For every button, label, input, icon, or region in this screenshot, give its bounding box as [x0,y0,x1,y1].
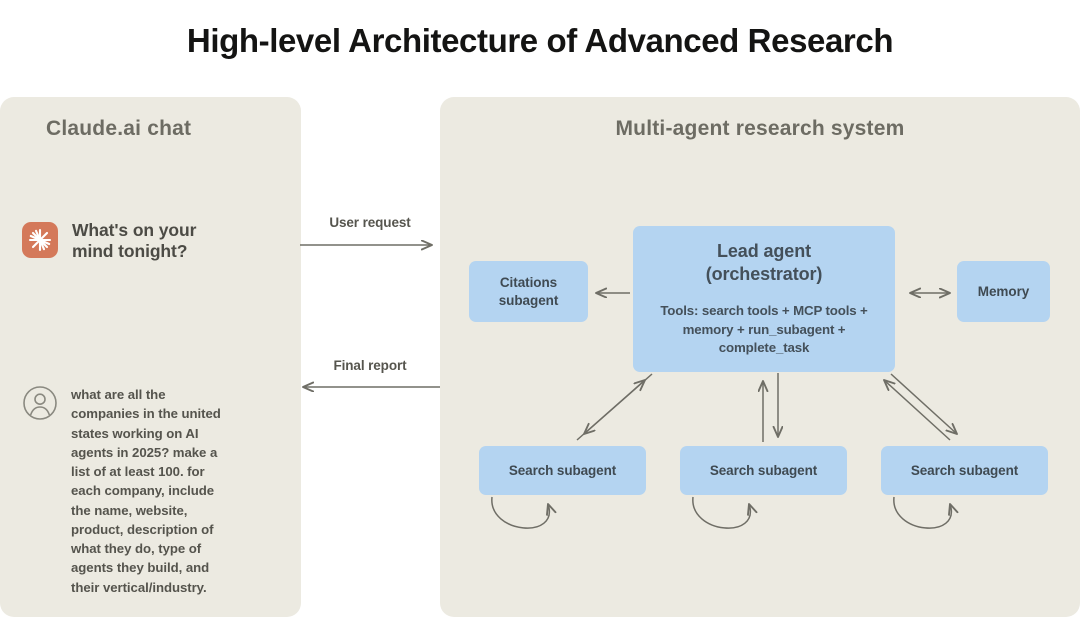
search-subagent-3-label: Search subagent [910,463,1019,478]
claude-chat-panel-heading: Claude.ai chat [46,117,192,140]
node-search-subagent-3[interactable]: Search subagent [881,446,1048,495]
node-search-subagent-2[interactable]: Search subagent [680,446,847,495]
node-lead-agent[interactable]: Lead agent (orchestrator) Tools: search … [633,226,895,372]
connector-user-request-label: User request [329,215,411,230]
lead-agent-tools-text: Tools: search tools + MCP tools + memory… [660,303,868,356]
lead-agent-title: Lead agent (orchestrator) [706,240,823,285]
connector-final-report-label: Final report [333,358,407,373]
node-memory[interactable]: Memory [957,261,1050,322]
node-search-subagent-1[interactable]: Search subagent [479,446,646,495]
claude-starburst-icon [22,222,58,258]
multi-agent-system-panel-heading: Multi-agent research system [615,117,905,140]
search-subagent-1-label: Search subagent [508,463,617,478]
lead-agent-title-line-1: Lead agent [716,241,812,261]
user-message-text: what are all the companies in the united… [71,387,221,595]
citations-subagent-label: Citations subagent [498,274,559,308]
node-citations-subagent[interactable]: Citations subagent [469,261,588,322]
user-message-row: what are all the companies in the united… [22,385,231,597]
memory-label: Memory [977,284,1030,299]
user-avatar-icon [22,385,58,421]
lead-agent-title-line-2: (orchestrator) [705,263,823,284]
search-subagent-2-label: Search subagent [709,463,818,478]
page-title: High-level Architecture of Advanced Rese… [186,22,894,59]
claude-chat-panel: Claude.ai chat Wha [0,97,301,617]
assistant-greeting-text: What's on your mind tonight? [72,220,197,262]
assistant-message-row: What's on your mind tonight? [22,220,232,263]
